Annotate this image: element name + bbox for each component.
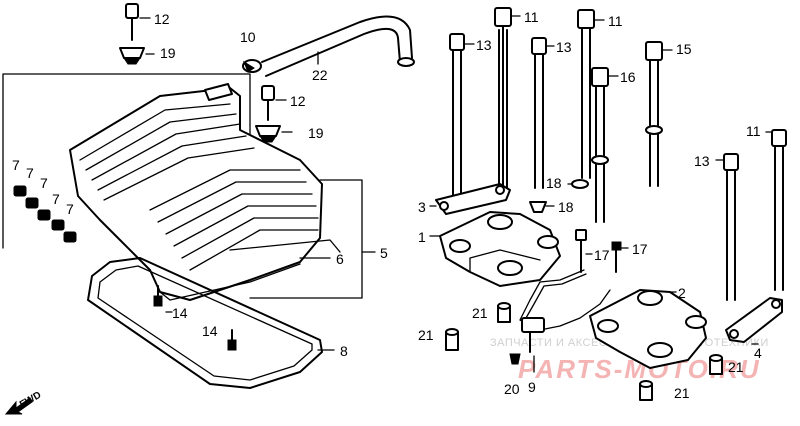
- stud-15: [645, 41, 663, 187]
- cylinder-head-cover: [69, 83, 341, 301]
- callout-17-a: 17: [594, 247, 610, 263]
- group-bracket-right: [249, 179, 363, 299]
- callout-6: 6: [336, 251, 344, 267]
- callout-14-b: 14: [202, 323, 218, 339]
- long-bolt-11c: [771, 129, 787, 291]
- callout-19-mid: 19: [308, 125, 324, 141]
- callout-11-a: 11: [524, 9, 539, 25]
- callout-21-c: 21: [728, 359, 744, 375]
- callout-4: 4: [754, 345, 762, 361]
- callout-21-b: 21: [418, 327, 434, 343]
- callout-7-d: 7: [52, 191, 60, 207]
- callout-20: 20: [504, 381, 520, 397]
- callout-17-b: 17: [632, 241, 648, 257]
- forward-arrow: [4, 397, 33, 415]
- breather-tube-22: [261, 15, 415, 77]
- callout-8: 8: [340, 343, 348, 359]
- bracket-4: [725, 297, 783, 343]
- callout-3: 3: [418, 199, 426, 215]
- head-cover-gasket: [87, 257, 323, 389]
- fwd-label: FWD: [18, 390, 43, 411]
- bolt-12-mid: [255, 85, 281, 143]
- callout-11-c: 11: [746, 123, 761, 139]
- hose-clip-10: [242, 59, 262, 73]
- plug-20: [509, 353, 521, 365]
- callout-21-d: 21: [674, 385, 690, 401]
- callout-14-a: 14: [172, 305, 188, 321]
- callout-19-top: 19: [160, 45, 176, 61]
- callout-15: 15: [676, 41, 692, 57]
- cap-nuts-7: [13, 185, 77, 243]
- stud-16: [591, 67, 609, 223]
- stud-13c: [723, 153, 739, 301]
- callout-1: 1: [418, 229, 426, 245]
- callout-18-b: 18: [558, 199, 574, 215]
- dowel-pins-21: [445, 302, 723, 401]
- callout-13-a: 13: [476, 37, 492, 53]
- washers-18: [529, 179, 589, 213]
- callout-7-b: 7: [26, 165, 34, 181]
- stud-13b: [531, 37, 547, 189]
- callout-18-a: 18: [546, 175, 562, 191]
- callout-2: 2: [678, 285, 686, 301]
- callout-22: 22: [312, 67, 328, 83]
- callout-7-c: 7: [40, 175, 48, 191]
- rocker-holder-2: [589, 289, 707, 369]
- long-bolt-11b: [577, 9, 595, 179]
- bolts-17: [575, 229, 622, 273]
- group-bracket-left: [2, 73, 251, 249]
- bolts-14: [153, 285, 237, 351]
- stud-13a: [449, 33, 465, 197]
- long-bolt-11a: [494, 7, 512, 201]
- oil-pipe: [519, 269, 611, 353]
- bolt-12-top: [119, 3, 145, 65]
- callout-16: 16: [620, 69, 636, 85]
- callout-13-c: 13: [694, 153, 710, 169]
- callout-10: 10: [240, 29, 256, 45]
- callout-12-mid: 12: [290, 93, 306, 109]
- callout-12-top: 12: [154, 11, 170, 27]
- callout-7-e: 7: [66, 201, 74, 217]
- rocker-holder-1: [439, 211, 561, 287]
- callout-9: 9: [528, 379, 536, 395]
- callout-5: 5: [380, 245, 388, 261]
- callout-13-b: 13: [556, 39, 572, 55]
- callout-21-a: 21: [472, 305, 488, 321]
- holder-plate-3: [435, 183, 511, 215]
- callout-11-b: 11: [608, 13, 623, 29]
- callout-7-a: 7: [12, 157, 20, 173]
